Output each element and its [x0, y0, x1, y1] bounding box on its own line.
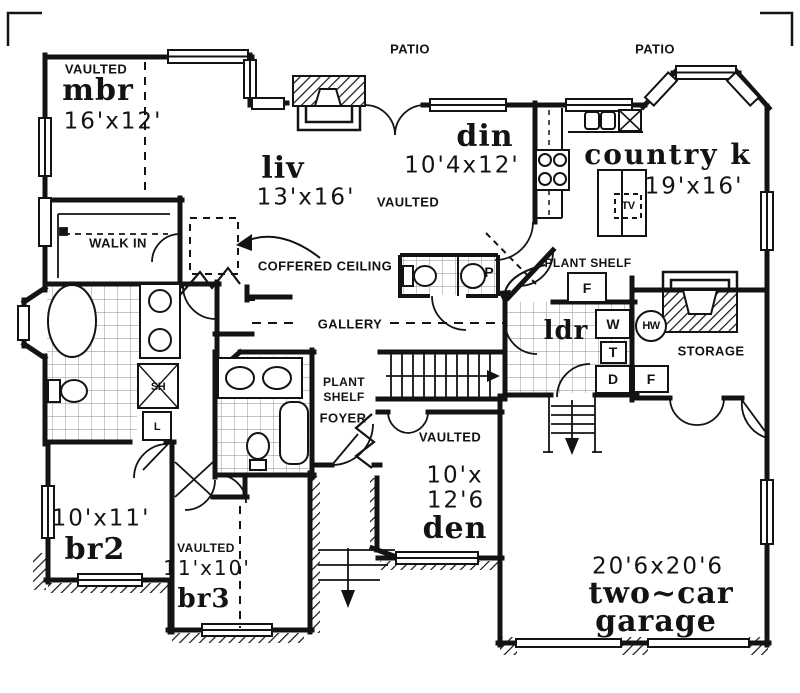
label-storage: STORAGE [677, 343, 745, 359]
label-shower: SH [150, 381, 166, 393]
master-bath-fixtures [47, 283, 181, 441]
label-dryer: D [607, 371, 619, 387]
label-den-dims-2: 12'6 [426, 487, 486, 514]
sink-icon [460, 263, 486, 289]
label-hot-water: HW [642, 320, 660, 332]
toilet-icon [413, 265, 437, 287]
label-garage-name-2: garage [595, 604, 717, 639]
label-linen: L [153, 421, 161, 433]
sink-icon [262, 366, 292, 390]
storage-garage-double-door [669, 397, 725, 426]
patio-door [364, 104, 426, 136]
label-kitchen-name: country k [584, 138, 752, 171]
powder-door [431, 295, 467, 331]
label-kitchen-dims: 19'x16' [644, 173, 744, 200]
label-mbr-ceiling: VAULTED [64, 61, 128, 77]
label-garage-name-1: two~car [588, 576, 734, 611]
br2-door [133, 443, 169, 479]
toilet-tank [249, 459, 267, 471]
label-foyer: FOYER [319, 410, 367, 426]
garage-side-door [740, 399, 768, 439]
label-plant-foyer-2: SHELF [323, 390, 365, 404]
sink-icon [148, 289, 172, 313]
label-den-dims-1: 10'x [426, 462, 484, 489]
label-br3-name: br3 [177, 584, 231, 614]
label-patio-right: PATIO [635, 41, 675, 57]
windows [17, 49, 774, 637]
label-laundry-tub: T [608, 344, 618, 360]
label-br2-dims: 10'x11' [51, 505, 151, 532]
walk-in-door [151, 233, 181, 263]
br3-door [174, 461, 216, 511]
patio-corner-marks [6, 11, 794, 46]
label-gallery: GALLERY [317, 316, 383, 332]
door-arcs [133, 104, 768, 511]
label-liv-dims: 13'x16' [256, 184, 356, 211]
laundry-appliances [567, 272, 669, 394]
label-mbr-dims: 16'x12' [63, 108, 163, 135]
dashed-lines [144, 62, 537, 628]
label-tv: TV [621, 200, 635, 212]
sink-icon [225, 366, 255, 390]
label-freezer: F [646, 371, 656, 387]
basement-door [556, 363, 591, 398]
label-washer: W [606, 316, 620, 332]
bathtub-icon [279, 401, 309, 465]
label-br3-ceiling: VAULTED [177, 541, 235, 555]
label-din-name: din [456, 119, 514, 154]
break-marks [179, 266, 376, 469]
label-furnace: F [582, 280, 592, 296]
label-plant-foyer-1: PLANT [323, 375, 365, 389]
laundry-tub-box [600, 341, 627, 364]
label-plant-shelf-kitchen: PLANT SHELF [544, 256, 632, 270]
kitchen-island [597, 169, 647, 237]
sink-icon [148, 328, 172, 352]
staircase-basement [543, 397, 602, 455]
linen-box [142, 411, 172, 441]
label-br3-dims: 11'x10' [163, 556, 251, 580]
stove-icon [535, 149, 570, 191]
label-powder: P [484, 264, 494, 280]
staircase-main [386, 354, 500, 397]
bathtub-icon [47, 284, 97, 358]
fireplace-living [292, 75, 366, 132]
dryer-box [595, 365, 631, 394]
washer-box [595, 309, 631, 339]
label-patio-left: PATIO [390, 41, 430, 57]
label-ldr-name: ldr [543, 316, 589, 346]
garage-door-panels [515, 638, 750, 648]
hot-water-tank-icon [635, 310, 667, 342]
label-mbr-name: mbr [62, 73, 134, 108]
kitchen-hall-door [518, 251, 554, 287]
label-walk-in: WALK IN [89, 235, 147, 251]
toilet-icon [60, 379, 88, 403]
annotation-arrows [236, 234, 546, 305]
label-din-ceiling: VAULTED [376, 194, 440, 210]
furnace-box [567, 272, 607, 303]
den-double-door [387, 411, 429, 434]
dining-door [494, 221, 534, 261]
bath-door [217, 474, 247, 504]
main-bath-fixtures [217, 357, 309, 471]
freezer-box [633, 365, 669, 393]
walk-in-shelving [57, 213, 170, 278]
powder-room-fixtures [398, 253, 500, 298]
label-garage-dims: 20'6x20'6 [591, 553, 725, 580]
label-coffered-ceiling: COFFERED CEILING [257, 258, 393, 274]
label-din-dims: 10'4x12' [404, 152, 520, 179]
label-den-name: den [422, 511, 488, 546]
label-br2-name: br2 [64, 532, 126, 567]
kitchen-sink-icon [584, 109, 642, 132]
label-den-ceiling: VAULTED [418, 429, 482, 445]
laundry-door [504, 321, 538, 355]
fireplace-storage [661, 270, 739, 333]
porch-steps [318, 548, 395, 608]
label-liv-name: liv [261, 151, 305, 186]
